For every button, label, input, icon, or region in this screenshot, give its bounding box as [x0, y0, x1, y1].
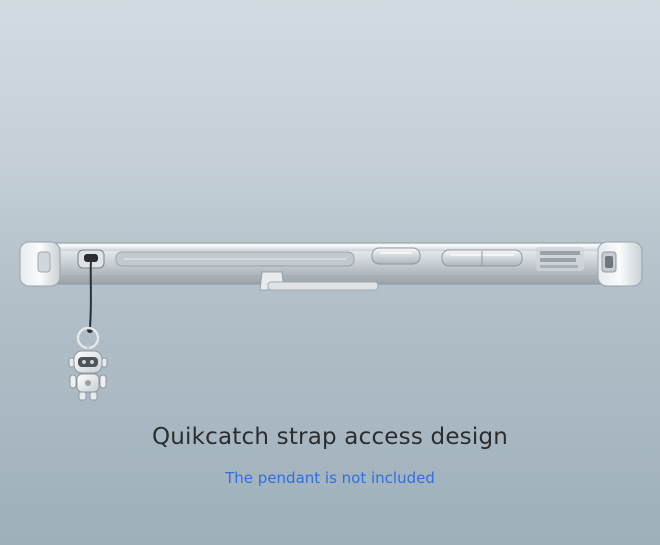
- corner-bumper-left: [19, 241, 61, 287]
- phone-case-side-view: [19, 241, 643, 401]
- power-button: [371, 247, 421, 265]
- center-clip: [259, 271, 379, 291]
- feature-headline: Quikcatch strap access design: [151, 424, 509, 450]
- volume-button: [441, 249, 523, 267]
- robot-pendant-icon: [68, 344, 108, 401]
- side-groove: [115, 251, 355, 267]
- embossed-logo-area: [536, 247, 584, 271]
- corner-bumper-right: [597, 241, 643, 287]
- pendant-note: The pendant is not included: [225, 469, 435, 487]
